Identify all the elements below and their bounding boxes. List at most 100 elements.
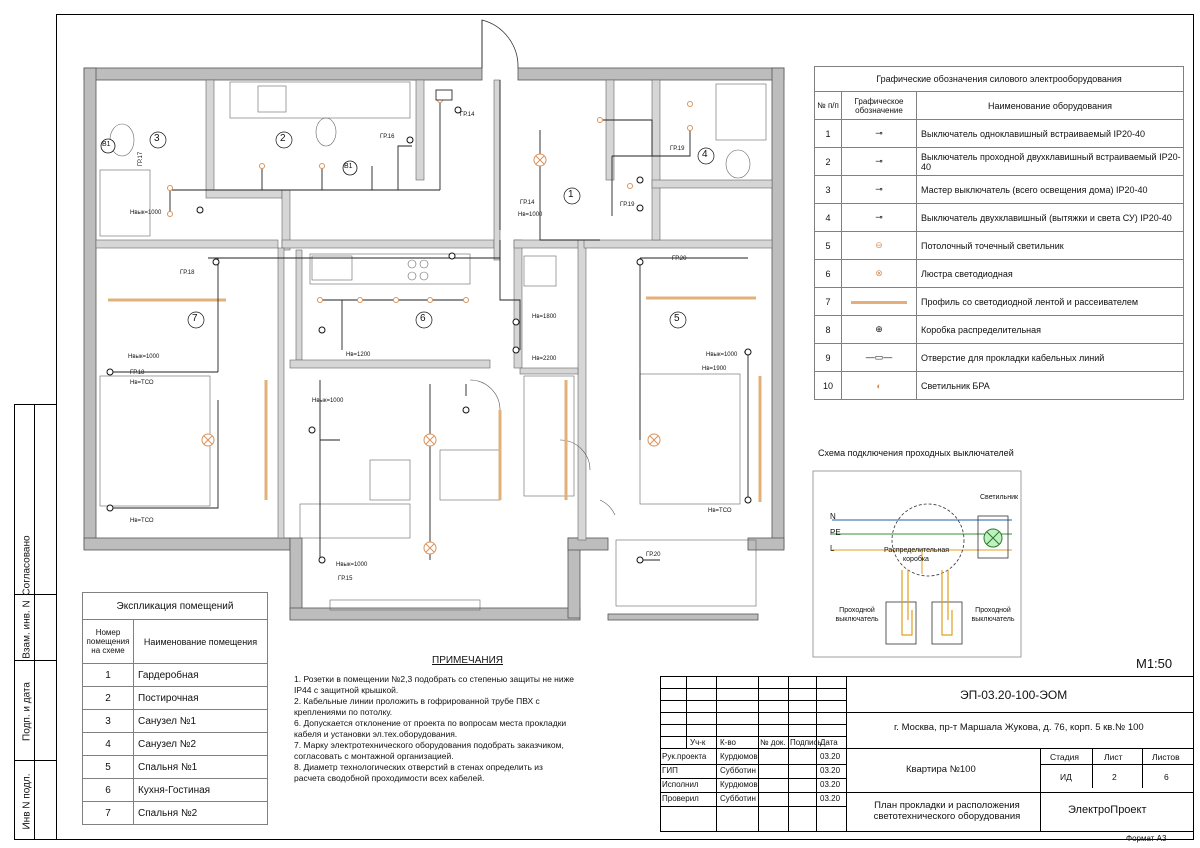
plan-label-gr14-b: ГР.14 (520, 200, 535, 206)
rooms-row-name: Постирочная (133, 686, 268, 710)
legend-col-symbol: Графическое обозначение (841, 91, 917, 120)
plan-label-b1-b: В1 (344, 163, 353, 170)
notes-line: 8. Диаметр технологических отверстий в с… (294, 762, 543, 772)
room-number-6: 6 (420, 313, 426, 324)
hdr-kvo: К-во (720, 738, 736, 747)
legend-row-name: Потолочный точечный светильник (916, 231, 1184, 260)
chandelier-icon: ⊗ (841, 259, 917, 288)
scheme-sw-right-label: Проходной выключатель (971, 607, 1015, 623)
room-number-2: 2 (280, 133, 286, 144)
plan-label-h-1000: Нв=1000 (518, 212, 543, 218)
scheme-l-label: L (830, 544, 835, 553)
scheme-diagram (812, 470, 1022, 658)
notes-body: 1. Розетки в помещении №2,3 подобрать со… (294, 674, 574, 784)
switch-single-icon: ⊸ (841, 119, 917, 148)
side-inv-orig-label: Инв N подл. (21, 773, 33, 830)
rooms-col-num: Номер помещения на схеме (82, 619, 134, 664)
notes-line: кабеля и установки эл.тех.оборудования. (294, 729, 458, 739)
sheet-label: Лист (1104, 752, 1123, 762)
legend-row-num: 5 (814, 231, 842, 260)
side-sign-date-label: Подп. и дата (21, 682, 33, 741)
notes-title: ПРИМЕЧАНИЯ (432, 655, 504, 666)
scheme-sw-left-label: Проходной выключатель (835, 607, 879, 623)
rooms-row-num: 3 (82, 709, 134, 733)
room-number-1: 1 (568, 189, 574, 200)
scheme-pe-label: PE (830, 528, 841, 537)
plan-label-h-1200: Нв=1200 (346, 352, 371, 358)
format-label: Формат А3 (1126, 834, 1167, 843)
rooms-row-name: Санузел №2 (133, 732, 268, 756)
rooms-row-name: Гардеробная (133, 663, 268, 687)
rooms-row-num: 2 (82, 686, 134, 710)
stage-value: ИД (1060, 772, 1072, 782)
room-number-7: 7 (192, 313, 198, 324)
legend-row-name: Отверстие для прокладки кабельных линий (916, 343, 1184, 372)
stage-label: Стадия (1050, 752, 1079, 762)
legend-row-name: Выключатель проходной двухклавишный встр… (916, 147, 1184, 176)
object-name: Квартира №100 (906, 764, 976, 775)
switch-master-icon: ⊸ (841, 175, 917, 204)
legend-row-num: 7 (814, 287, 842, 316)
legend-row-name: Светильник БРА (916, 371, 1184, 400)
rooms-row-name: Санузел №1 (133, 709, 268, 733)
person-role: Проверил (662, 794, 699, 803)
legend-row-name: Мастер выключатель (всего освещения дома… (916, 175, 1184, 204)
hdr-date: Дата (820, 738, 838, 747)
person-role: ГИП (662, 766, 678, 775)
notes-line: IP44 с защитной крышкой. (294, 685, 399, 695)
plan-label-h-tco-c: Нв=ТСО (130, 380, 154, 386)
sconce-icon: ◐ (841, 371, 917, 400)
scheme-box-label: Распределительная коробка (884, 547, 950, 563)
drawing-frame (56, 14, 1194, 840)
plan-label-h-main-c: Нвык=1000 (312, 398, 344, 404)
legend-row-name: Коробка распределительная (916, 315, 1184, 344)
person-name: Курдюмов (720, 780, 758, 789)
plan-label-h-tco-b: Нв=ТСО (708, 508, 732, 514)
person-name: Субботин (720, 766, 756, 775)
legend-row-num: 6 (814, 259, 842, 288)
plan-label-gr14-a: ГР.14 (460, 112, 475, 118)
legend-row-num: 2 (814, 147, 842, 176)
plan-label-gr19-b: ГР.19 (620, 202, 635, 208)
outer-walls (83, 67, 785, 621)
rooms-row-num: 1 (82, 663, 134, 687)
doc-code: ЭП-03.20-100-ЭОМ (960, 688, 1068, 702)
person-date: 03.20 (820, 752, 841, 761)
legend-col-name: Наименование оборудования (916, 91, 1184, 120)
side-stamp (14, 404, 56, 840)
rooms-table: Экспликация помещений Номер помещения на… (82, 592, 268, 825)
plan-label-h-tco-a: Нв=ТСО (130, 518, 154, 524)
cable-hole-icon: —▭— (841, 343, 917, 372)
rooms-row-num: 7 (82, 801, 134, 825)
legend-row-num: 9 (814, 343, 842, 372)
legend-row-num: 4 (814, 203, 842, 232)
plan-label-gr15: ГР.15 (338, 576, 353, 582)
room-number-5: 5 (674, 313, 680, 324)
hdr-ndoc: № док. (760, 738, 786, 747)
plan-label-gr16: ГР.16 (380, 134, 395, 140)
scheme-n-label: N (830, 512, 836, 521)
entrance-door (481, 19, 519, 69)
plan-label-h-main-b: Нвык=1000 (130, 210, 162, 216)
notes-line: 7. Марку электротехнического оборудовани… (294, 740, 564, 750)
plan-label-gr20-a: ГР.20 (672, 256, 687, 262)
junction-box-icon: ⊕ (841, 315, 917, 344)
led-profile-icon (841, 287, 917, 316)
hdr-uch: Уч-к (690, 738, 706, 747)
plan-label-gr19-a: ГР.19 (670, 146, 685, 152)
plan-label-h-2200: Нв=2200 (532, 356, 557, 362)
legend-row-num: 3 (814, 175, 842, 204)
doc-address: г. Москва, пр-т Маршала Жукова, д. 76, к… (894, 722, 1144, 733)
rooms-row-name: Кухня-Гостиная (133, 778, 268, 802)
scale-label: М1:50 (1136, 656, 1173, 671)
sheets-label: Листов (1152, 752, 1180, 762)
person-date: 03.20 (820, 794, 841, 803)
sheets-value: 6 (1164, 772, 1169, 782)
notes-line: расчета сводобной проходимости всех кабе… (294, 773, 485, 783)
legend-row-name: Выключатель одноклавишный встраиваемый I… (916, 119, 1184, 148)
plan-label-h-1900: Нв=1900 (702, 366, 727, 372)
person-date: 03.20 (820, 780, 841, 789)
legend-row-num: 1 (814, 119, 842, 148)
person-role: Исполнил (662, 780, 699, 789)
plan-label-gr18-a: ГР.18 (180, 270, 195, 276)
